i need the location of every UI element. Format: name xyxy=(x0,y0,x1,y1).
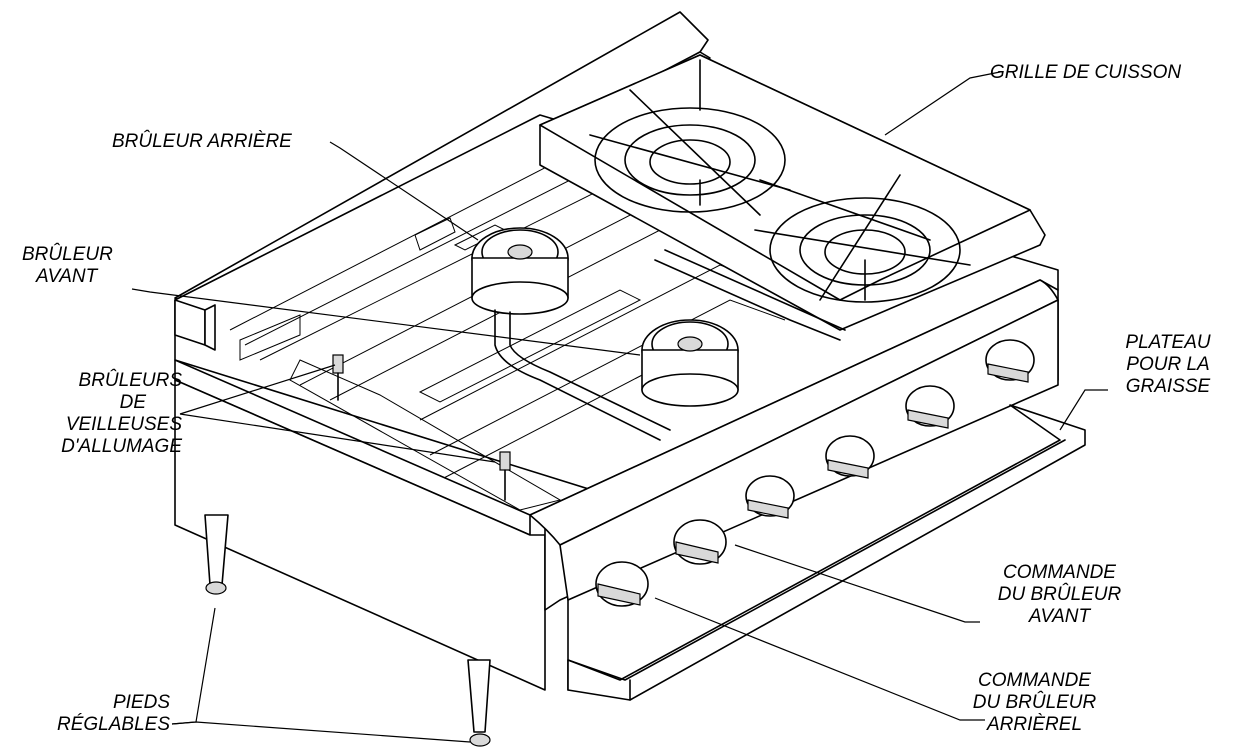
label-line: D'ALLUMAGE xyxy=(61,436,182,457)
label-commande-avant: COMMANDE DU BRÛLEUR AVANT xyxy=(982,562,1137,628)
label-line: BRÛLEUR xyxy=(22,244,113,265)
label-line: RÉGLABLES xyxy=(57,714,170,735)
label-line: COMMANDE xyxy=(978,670,1091,691)
label-plateau-graisse: PLATEAU POUR LA GRAISSE xyxy=(1108,332,1228,398)
pilot-burners-drawing xyxy=(332,354,511,501)
label-line: ARRIÈREL xyxy=(986,714,1083,735)
label-bruleur-avant: BRÛLEUR AVANT xyxy=(22,244,113,288)
label-line: DU BRÛLEUR xyxy=(972,692,1097,713)
grease-tray-drawing xyxy=(567,404,1086,701)
label-commande-arriere: COMMANDE DU BRÛLEUR ARRIÈREL xyxy=(957,670,1112,736)
label-line: DE xyxy=(119,392,146,413)
adjustable-legs-drawing xyxy=(204,514,491,747)
label-line: VEILLEUSES xyxy=(65,414,182,435)
label-line: AVANT xyxy=(36,266,98,287)
label-line: PLATEAU xyxy=(1125,332,1211,353)
label-line: GRAISSE xyxy=(1125,376,1211,397)
label-line: BRÛLEURS xyxy=(78,370,182,391)
label-grille-de-cuisson: GRILLE DE CUISSON xyxy=(990,62,1182,83)
front-burner-drawing xyxy=(641,249,846,407)
label-bruleurs-veilleuses: BRÛLEURS DE VEILLEUSES D'ALLUMAGE xyxy=(12,370,182,458)
label-line: AVANT xyxy=(1028,606,1091,627)
leader-lines xyxy=(131,71,1108,743)
control-knobs-drawing xyxy=(595,339,1035,607)
label-line: COMMANDE xyxy=(1003,562,1116,583)
cooking-grate-drawing xyxy=(539,54,1046,331)
label-line: PIEDS xyxy=(112,692,170,713)
rear-burner-drawing xyxy=(471,227,671,441)
label-line: DU BRÛLEUR xyxy=(997,584,1122,605)
label-pieds-reglables: PIEDS RÉGLABLES xyxy=(40,692,170,736)
label-bruleur-arriere: BRÛLEUR ARRIÈRE xyxy=(112,131,292,152)
label-line: POUR LA xyxy=(1126,354,1210,375)
left-side-panel xyxy=(174,299,562,691)
